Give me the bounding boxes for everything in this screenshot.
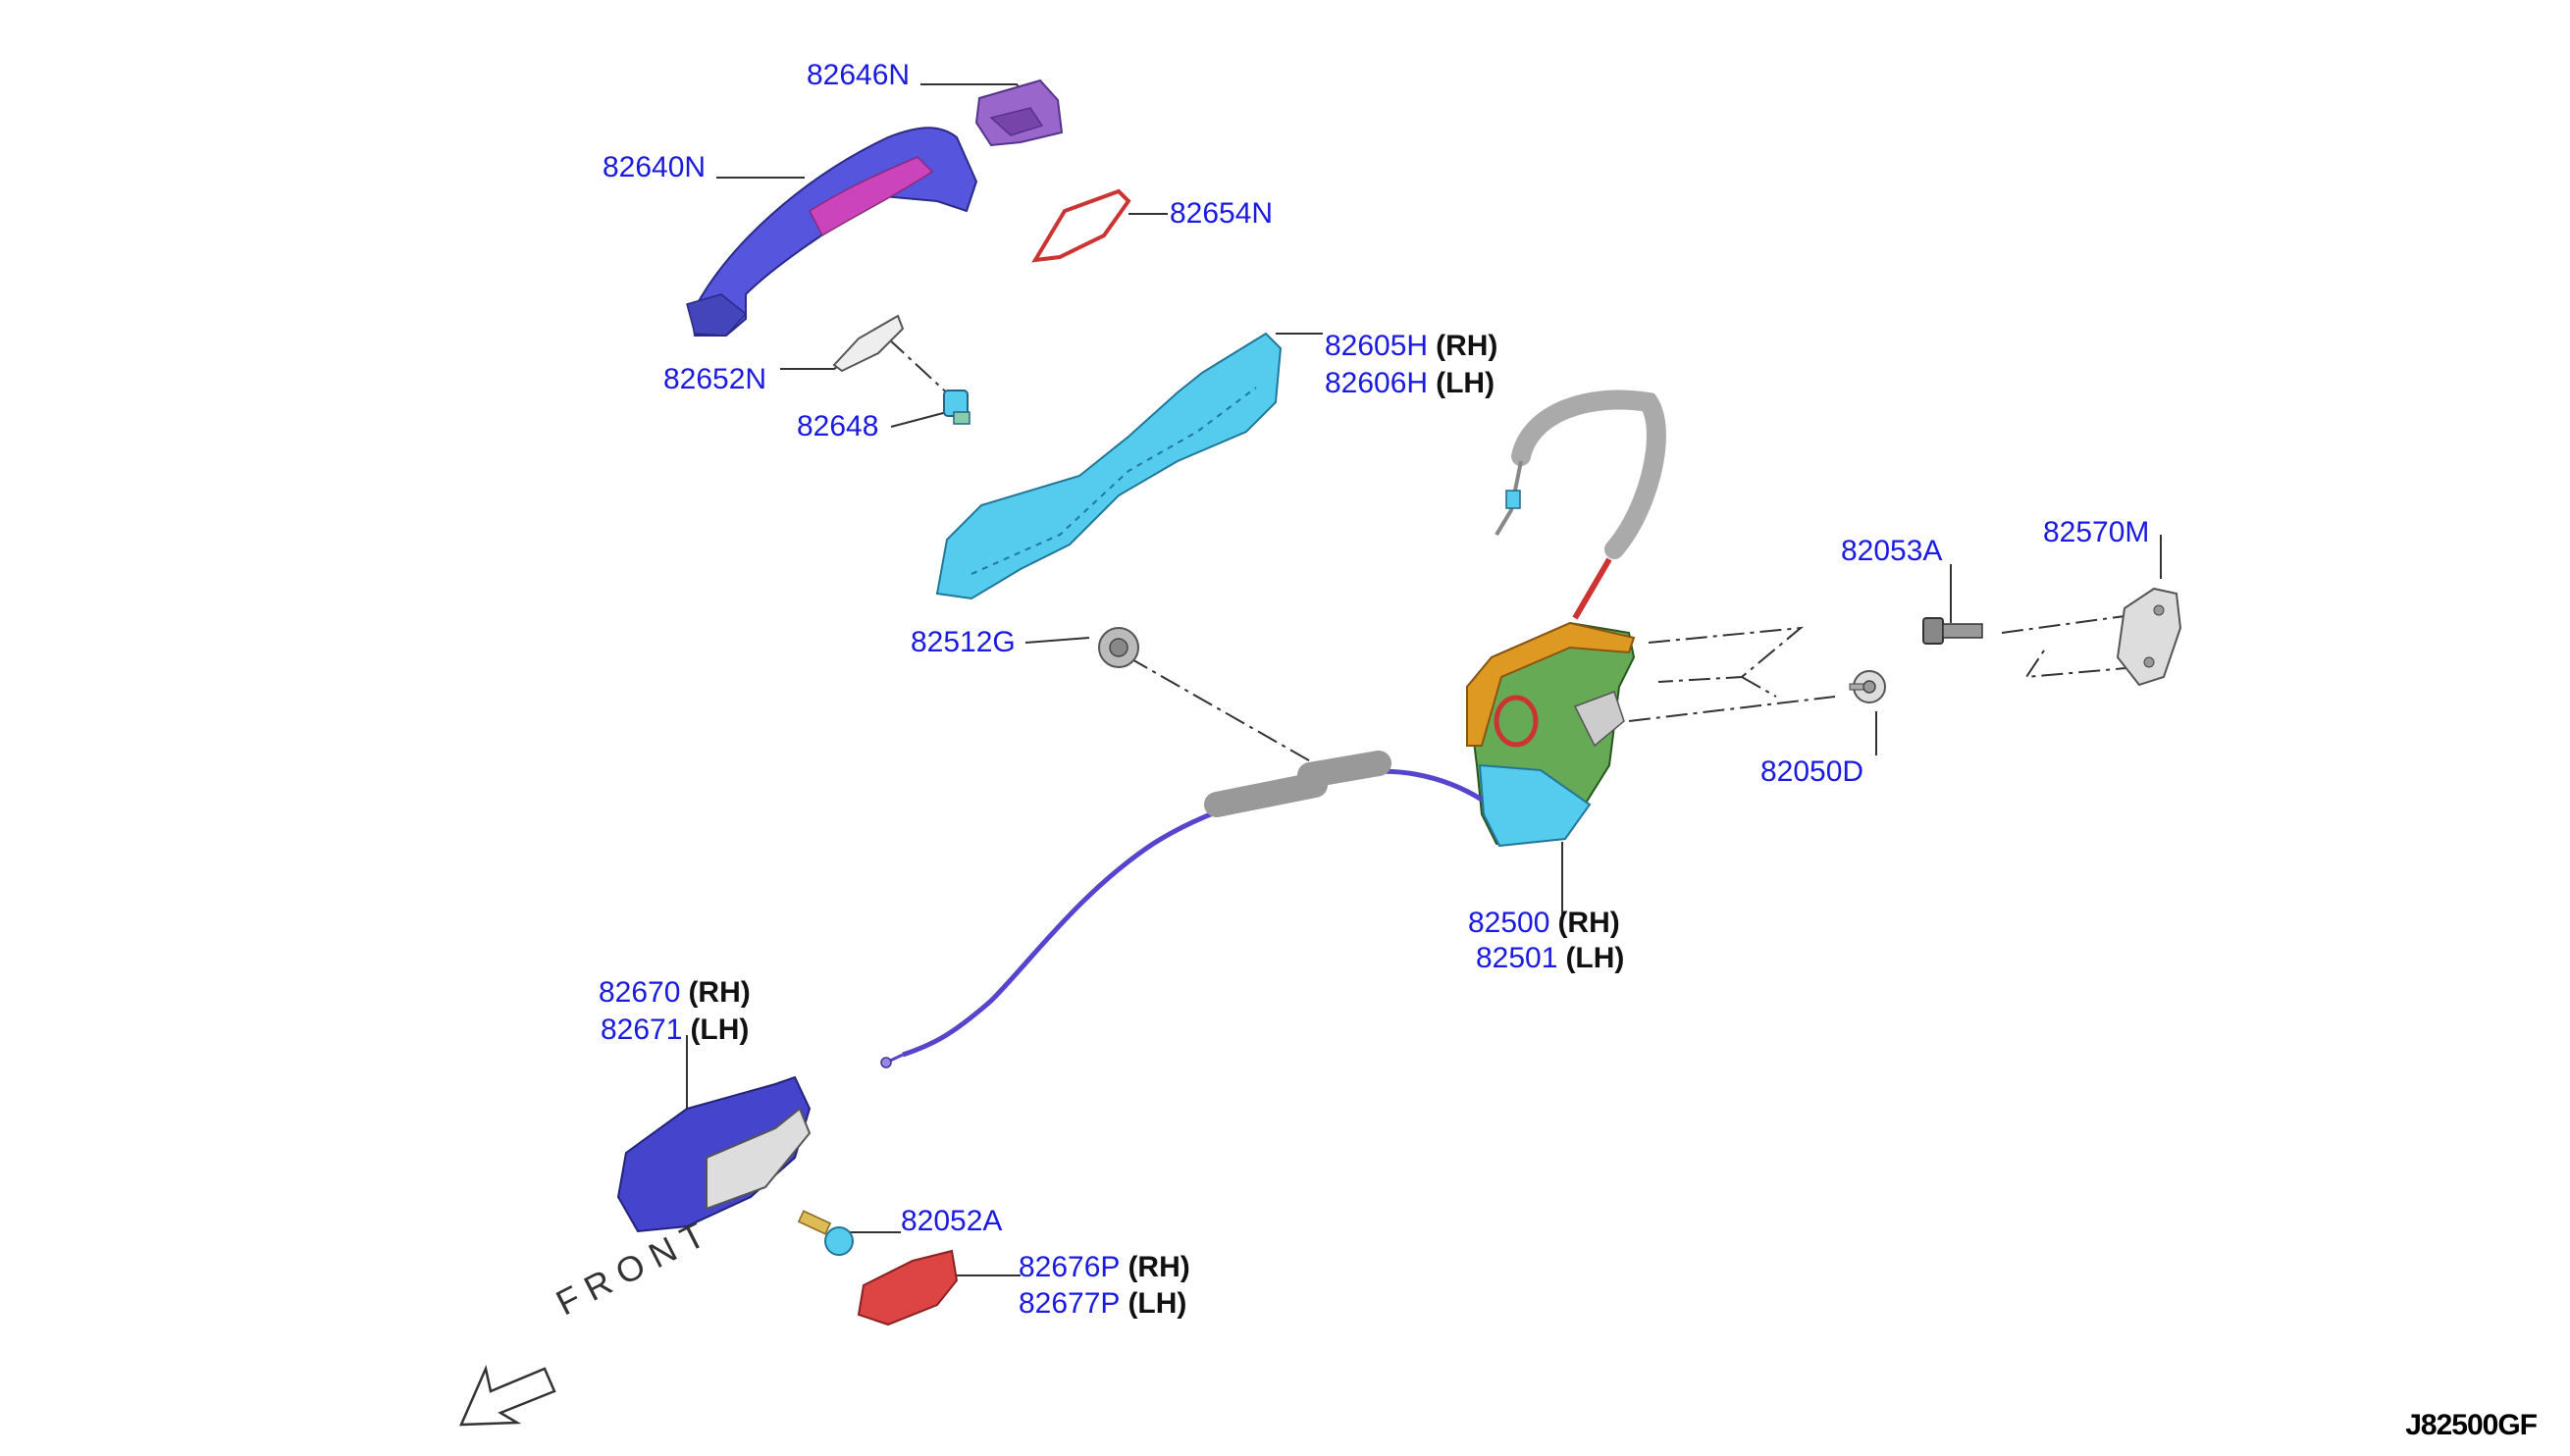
- outside-handle-tip: [686, 293, 748, 337]
- side-marker: (LH): [1128, 1287, 1187, 1320]
- figure-code: J82500GF: [2405, 1409, 2538, 1441]
- bracket-82605H[interactable]: [935, 332, 1283, 600]
- part-number[interactable]: 82648: [797, 410, 879, 442]
- part-number[interactable]: 82570M: [2043, 516, 2150, 548]
- latch-orange-frame: [1466, 621, 1636, 747]
- part-number[interactable]: 82670: [599, 976, 681, 1009]
- rod-gray: [1511, 390, 1666, 559]
- leader-82648: [890, 411, 948, 428]
- striker-hole-upper: [2153, 604, 2165, 616]
- cable-purple: [902, 768, 1484, 1058]
- clip-82648[interactable]: [943, 390, 970, 425]
- cover-82676P[interactable]: [857, 1249, 959, 1326]
- side-marker: (RH): [1557, 907, 1620, 939]
- part-label-82500[interactable]: 82500(RH): [1468, 909, 1620, 938]
- leader-82512G: [1024, 637, 1090, 644]
- pad-82652N[interactable]: [832, 314, 905, 373]
- part-number[interactable]: 82606H: [1325, 367, 1429, 399]
- latch-cyan-base: [1478, 763, 1592, 848]
- front-arrow-icon: [459, 1364, 556, 1427]
- part-number[interactable]: 82512G: [911, 626, 1016, 658]
- part-number[interactable]: 82676P: [1019, 1251, 1121, 1283]
- latch-red-ring: [1494, 695, 1539, 748]
- assembly-line-82512G: [1128, 656, 1336, 776]
- part-label-82640N[interactable]: 82640N: [603, 153, 706, 182]
- side-marker: (RH): [1436, 330, 1498, 362]
- inside-handle-lever: [706, 1107, 812, 1211]
- part-number[interactable]: 82677P: [1019, 1287, 1121, 1320]
- latch-gray-lever: [1573, 691, 1625, 748]
- part-number[interactable]: 82500: [1468, 907, 1550, 939]
- rod-red-link: [1572, 557, 1612, 620]
- side-marker: (RH): [688, 976, 751, 1009]
- part-label-82501[interactable]: 82501(LH): [1476, 944, 1624, 973]
- gasket-82654N[interactable]: [1031, 188, 1131, 263]
- cable-sheath-lower: [1204, 772, 1328, 817]
- part-label-82605H[interactable]: 82605H(RH): [1325, 332, 1497, 361]
- assembly-line-82050D: [1628, 696, 1836, 722]
- part-number[interactable]: 82501: [1476, 942, 1558, 974]
- side-marker: (LH): [690, 1014, 750, 1046]
- bracket-ribbing: [970, 387, 1257, 575]
- part-label-82646N[interactable]: 82646N: [807, 61, 910, 90]
- part-number[interactable]: 82652N: [663, 363, 767, 395]
- part-label-82052A[interactable]: 82052A: [901, 1207, 1002, 1236]
- striker-82570M[interactable]: [2116, 587, 2182, 687]
- side-marker: (LH): [1565, 942, 1625, 974]
- part-number[interactable]: 82646N: [807, 59, 911, 91]
- escutcheon-detail: [989, 107, 1044, 136]
- assembly-line-82570M-lower: [2001, 615, 2125, 634]
- part-number[interactable]: 82640N: [603, 151, 707, 183]
- part-label-82050D[interactable]: 82050D: [1760, 757, 1863, 787]
- leader-lines: [686, 83, 2162, 1276]
- rod-small: [1495, 460, 1523, 537]
- washer-82050D[interactable]: [1849, 670, 1886, 703]
- grommet-82512G[interactable]: [1098, 627, 1139, 668]
- part-label-82570M[interactable]: 82570M: [2043, 518, 2149, 547]
- part-number[interactable]: 82052A: [901, 1205, 1003, 1237]
- cable-end-tip: [880, 1057, 892, 1068]
- rod-clip: [1505, 490, 1521, 509]
- side-marker: (LH): [1436, 367, 1495, 399]
- part-label-82648[interactable]: 82648: [797, 412, 878, 442]
- part-label-82512G[interactable]: 82512G: [911, 628, 1016, 657]
- assembly-line-82570M-upper: [1648, 626, 1805, 683]
- part-number[interactable]: 82654N: [1170, 197, 1274, 230]
- part-label-82671[interactable]: 82671(LH): [601, 1015, 749, 1045]
- assembly-lines: [887, 338, 2138, 776]
- part-label-82652N[interactable]: 82652N: [663, 365, 766, 394]
- part-number[interactable]: 82605H: [1325, 330, 1429, 362]
- part-number[interactable]: 82050D: [1760, 755, 1864, 788]
- bolt-82053A[interactable]: [1922, 617, 1983, 645]
- part-label-82670[interactable]: 82670(RH): [599, 978, 751, 1008]
- outside-handle-grip: [809, 156, 934, 237]
- part-label-82654N[interactable]: 82654N: [1170, 199, 1273, 229]
- cable-sheath-upper: [1297, 751, 1391, 788]
- assembly-line-82053A: [1741, 676, 1777, 698]
- part-label-82053A[interactable]: 82053A: [1841, 537, 1942, 566]
- part-label-82606H[interactable]: 82606H(LH): [1325, 369, 1495, 398]
- assembly-line-82648: [887, 338, 953, 398]
- part-number[interactable]: 82671: [601, 1014, 683, 1046]
- striker-hole-lower: [2143, 656, 2155, 668]
- part-label-82677P[interactable]: 82677P(LH): [1019, 1289, 1186, 1319]
- side-marker: (RH): [1128, 1251, 1190, 1283]
- part-number[interactable]: 82053A: [1841, 535, 1943, 567]
- part-label-82676P[interactable]: 82676P(RH): [1019, 1253, 1190, 1282]
- screw-82052A[interactable]: [797, 1210, 854, 1256]
